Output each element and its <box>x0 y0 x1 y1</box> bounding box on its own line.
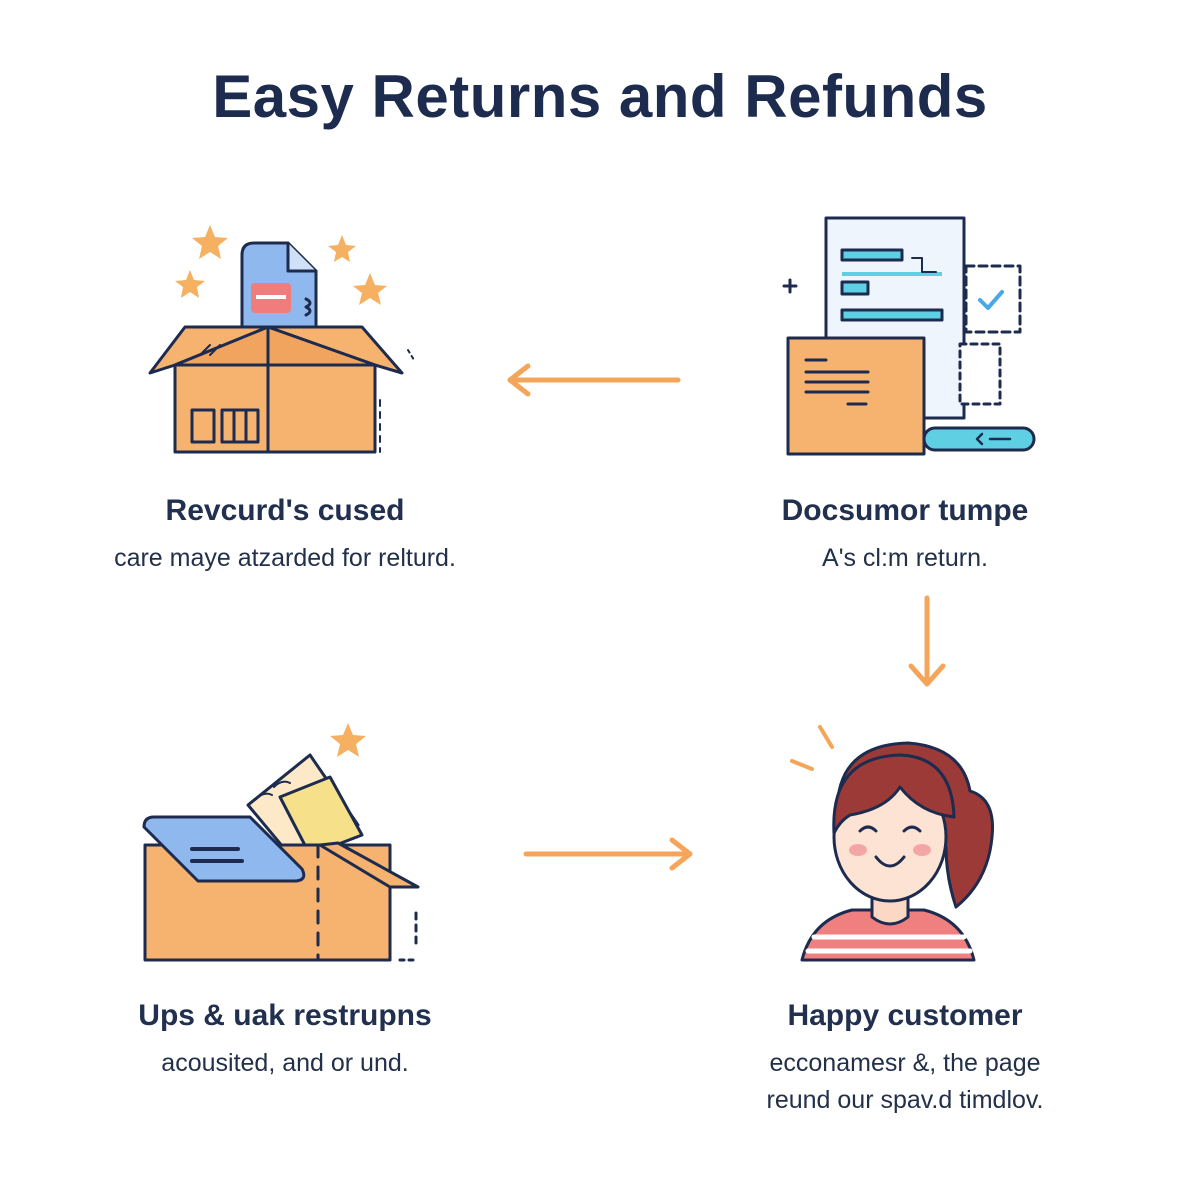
arrow-down <box>908 595 946 687</box>
box-with-card-icon <box>142 723 420 962</box>
step-4-desc-line-2: reund our spav.d timdlov. <box>766 1086 1044 1114</box>
step-2-desc: A's cl:m return. <box>822 544 988 572</box>
step-4-title: Happy customer <box>787 999 1023 1032</box>
happy-customer-icon <box>790 725 995 962</box>
documents-icon <box>782 216 1036 456</box>
step-3-desc: acousited, and or und. <box>161 1049 409 1077</box>
step-1-desc: care maye atzarded for relturd. <box>114 544 456 572</box>
arrow-right <box>523 837 693 871</box>
step-1-title: Revcurd's cused <box>165 494 405 527</box>
step-2-title: Docsumor tumpe <box>781 494 1029 527</box>
arrow-left <box>507 363 681 397</box>
page-title: Easy Returns and Refunds <box>212 63 988 130</box>
step-4-desc-line-1: ecconamesr &, the page <box>769 1049 1041 1077</box>
open-box-with-phone-icon <box>148 225 415 454</box>
step-3-title: Ups & uak restrupns <box>138 999 432 1032</box>
